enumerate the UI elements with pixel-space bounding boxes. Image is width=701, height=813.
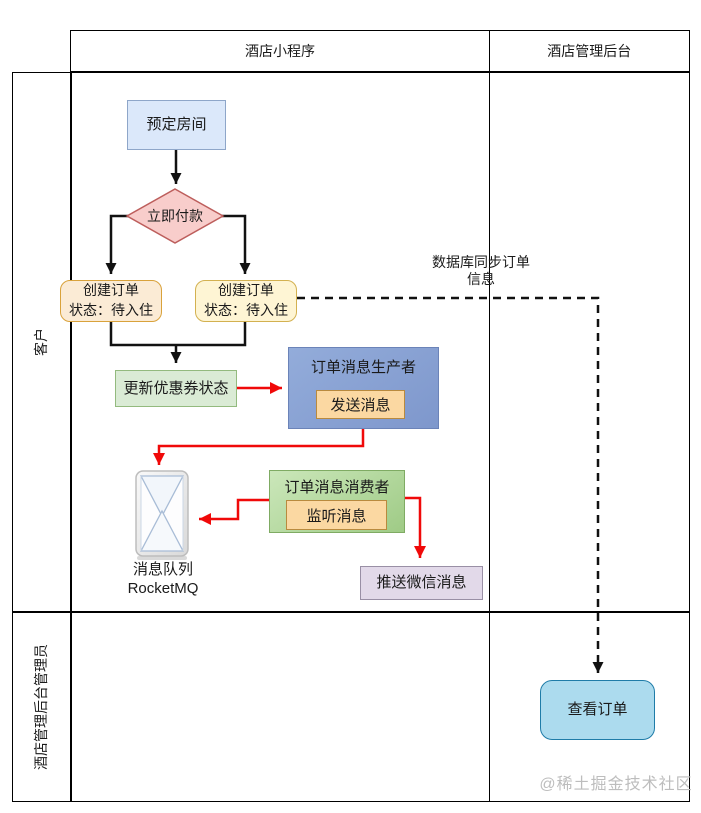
arrow-diamond-to-order-right xyxy=(221,214,251,274)
producer-title: 订单消息生产者 xyxy=(310,359,416,376)
node-push-wechat-label: 推送微信消息 xyxy=(376,574,467,592)
envelope-icon xyxy=(135,470,189,560)
node-mq-label: 消息队列 RocketMQ xyxy=(117,561,209,599)
mq-label-line2: RocketMQ xyxy=(127,579,199,597)
producer-send-label: 发送消息 xyxy=(330,397,391,414)
arrow-consumer-to-push xyxy=(405,496,426,558)
arrow-diamond-to-order-left xyxy=(105,214,129,274)
create-order-right-line2: 状态：待入住 xyxy=(204,302,288,318)
header-lane-admin: 酒店管理后台 xyxy=(488,30,690,72)
lane-label-customer: 客户 xyxy=(33,328,49,356)
node-pay-now: 立即付款 xyxy=(128,203,222,229)
db-sync-line2: 信息 xyxy=(467,270,495,287)
consumer-title: 订单消息消费者 xyxy=(284,479,390,496)
create-order-right-line1: 创建订单 xyxy=(218,282,274,299)
node-create-order-right: 创建订单 状态：待入住 xyxy=(195,280,297,322)
node-pay-now-label: 立即付款 xyxy=(147,208,203,224)
node-producer: 订单消息生产者 发送消息 xyxy=(288,347,439,429)
node-book-room: 预定房间 xyxy=(127,100,226,150)
node-view-order: 查看订单 xyxy=(540,680,655,740)
db-sync-line1: 数据库同步订单 xyxy=(432,254,530,270)
header-lane-app: 酒店小程序 xyxy=(70,30,490,72)
consumer-listen-label: 监听消息 xyxy=(306,507,367,525)
node-create-order-left: 创建订单 状态：待入住 xyxy=(60,280,162,322)
node-update-coupon: 更新优惠券状态 xyxy=(115,370,237,407)
lane-label-admin: 酒店管理后台管理员 xyxy=(33,644,49,770)
decision-diamond-shape xyxy=(125,188,225,244)
node-push-wechat: 推送微信消息 xyxy=(360,566,483,600)
edge-label-db-sync: 数据库同步订单 信息 xyxy=(419,254,543,288)
header-lane-app-label: 酒店小程序 xyxy=(245,43,315,59)
row-divider xyxy=(12,611,690,613)
producer-send-box: 发送消息 xyxy=(316,390,405,419)
header-lane-admin-label: 酒店管理后台 xyxy=(547,43,632,59)
node-update-coupon-label: 更新优惠券状态 xyxy=(123,379,229,397)
dashed-arrow-db-sync xyxy=(297,296,604,673)
lane-label-divider xyxy=(70,72,72,802)
node-consumer: 订单消息消费者 监听消息 xyxy=(269,470,405,533)
create-order-left-line2: 状态：待入住 xyxy=(69,302,153,318)
mq-label-line1: 消息队列 xyxy=(132,561,193,578)
node-view-order-label: 查看订单 xyxy=(567,701,628,719)
merge-orders-connector xyxy=(109,322,247,347)
swimlane-body-frame xyxy=(12,72,690,802)
arrow-consumer-to-mq xyxy=(199,498,269,525)
node-book-room-label: 预定房间 xyxy=(146,116,207,134)
column-divider xyxy=(488,72,490,802)
create-order-left-line1: 创建订单 xyxy=(83,282,139,299)
watermark: @稀土掘金技术社区 xyxy=(539,776,693,793)
arrow-producer-to-mq xyxy=(153,429,365,465)
consumer-listen-box: 监听消息 xyxy=(286,500,387,530)
